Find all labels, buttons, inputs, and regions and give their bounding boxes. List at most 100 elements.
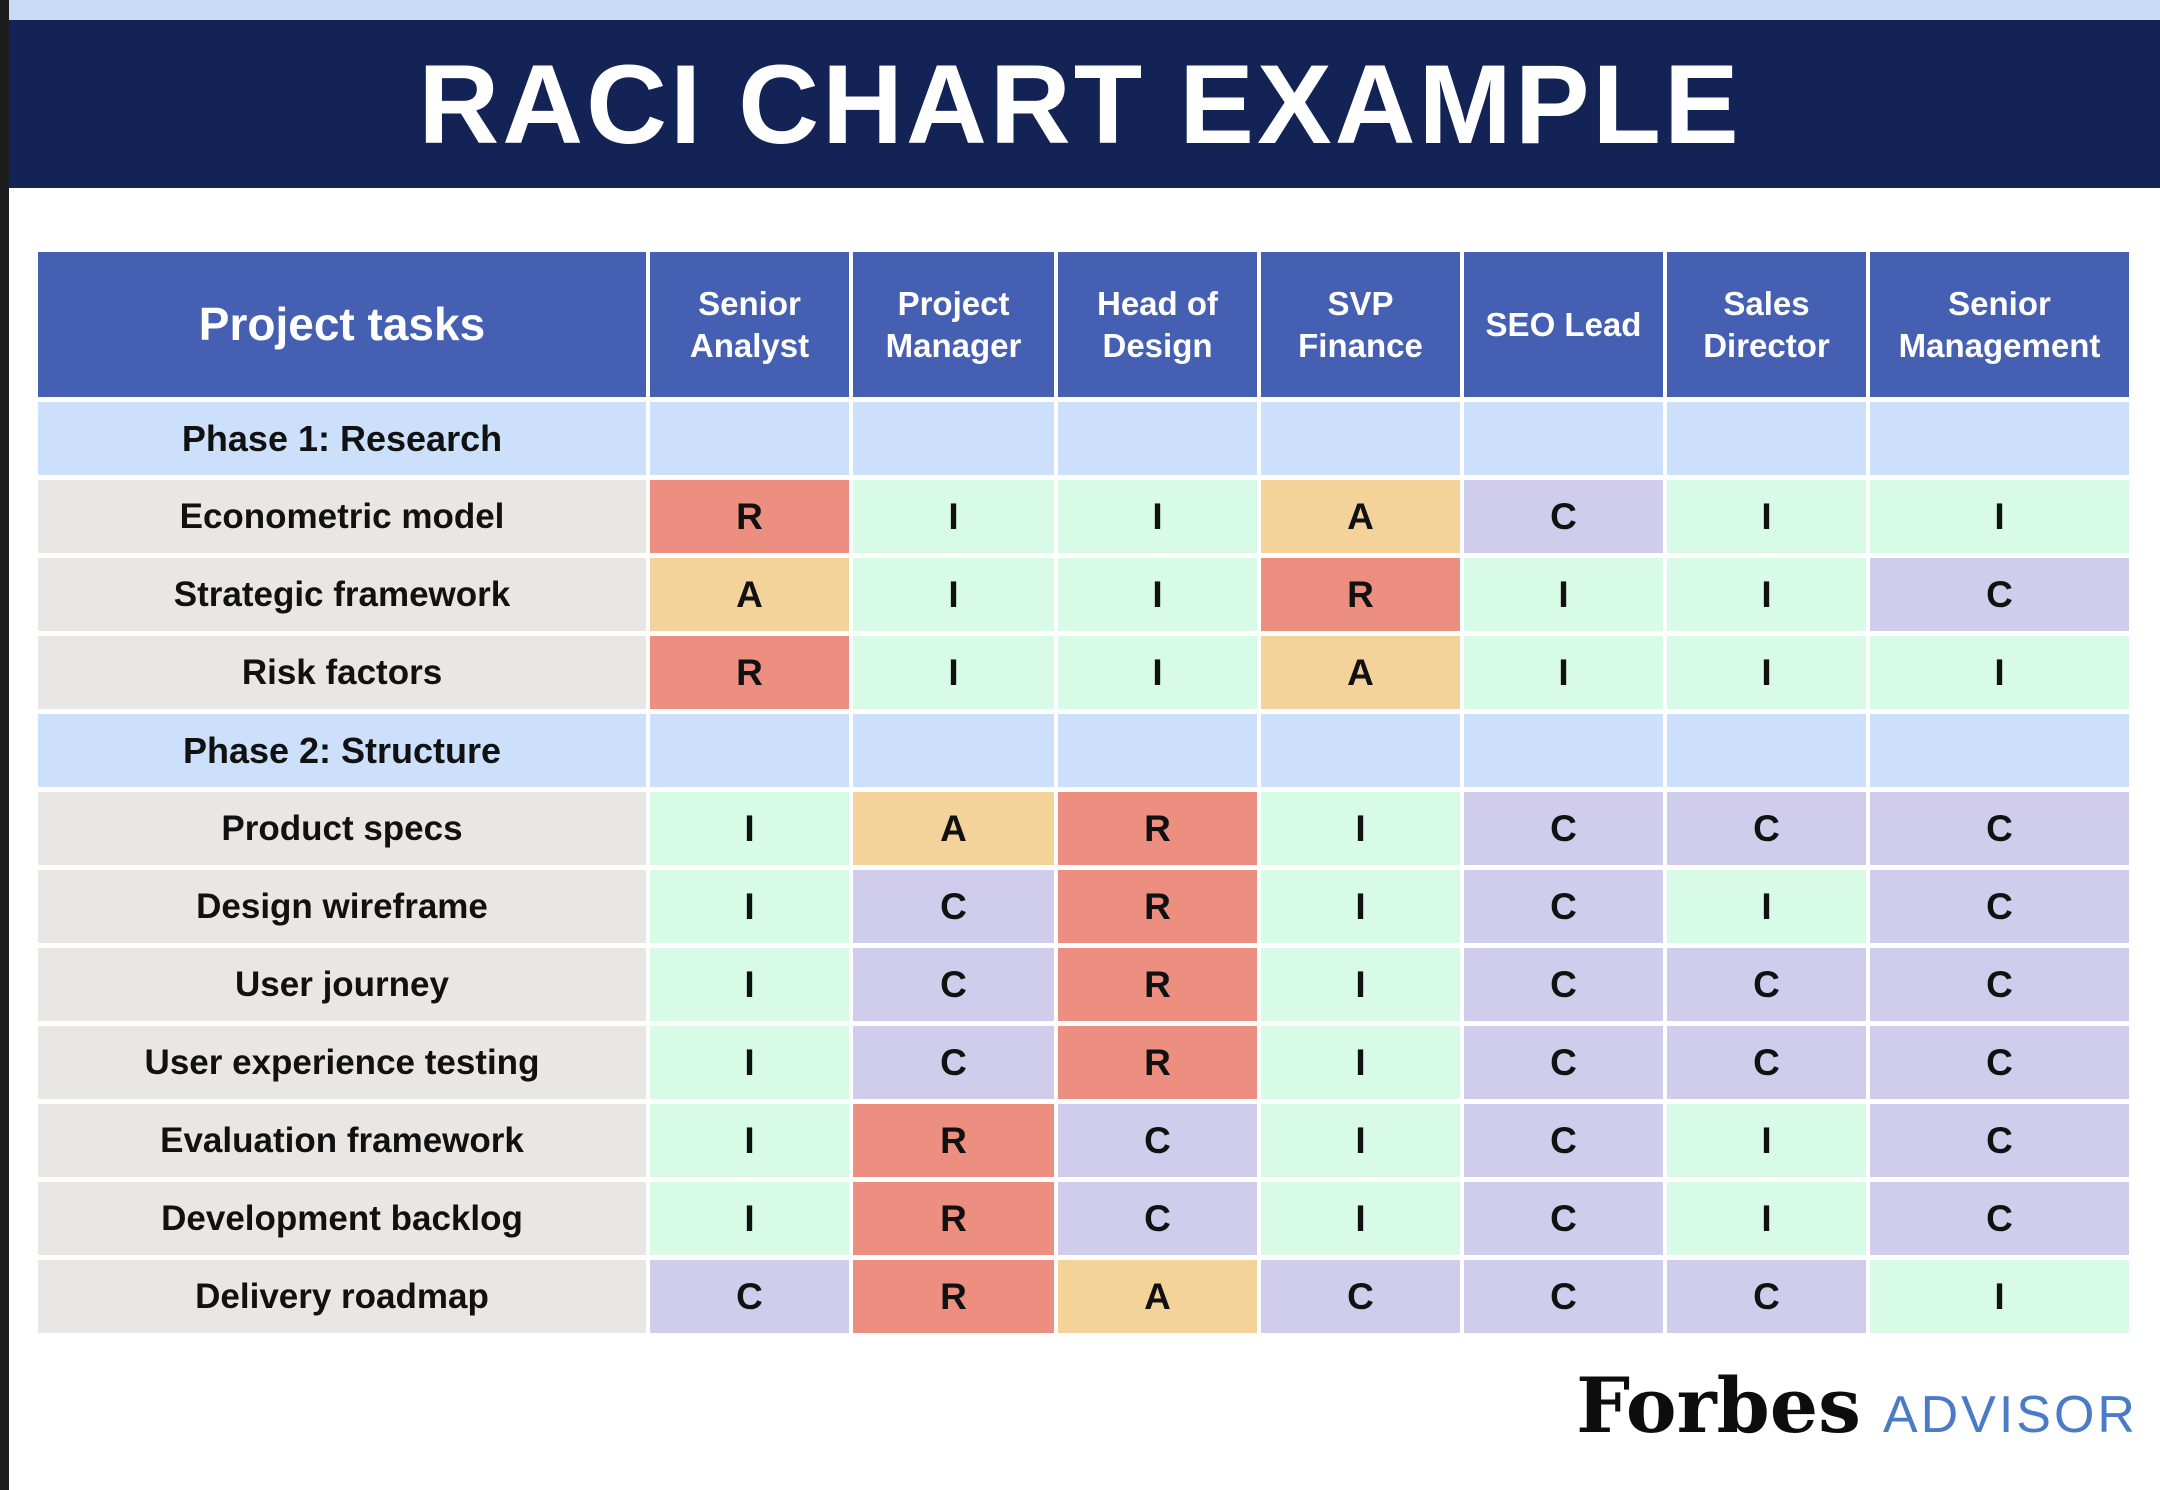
raci-cell-R: R <box>1261 558 1460 631</box>
task-label: User experience testing <box>38 1026 646 1099</box>
raci-cell-A: A <box>650 558 849 631</box>
phase-row-cell <box>650 402 849 475</box>
raci-cell-I: I <box>650 1026 849 1099</box>
column-header: SEO Lead <box>1464 252 1663 397</box>
raci-cell-I: I <box>1870 636 2129 709</box>
raci-cell-A: A <box>1058 1260 1257 1333</box>
left-edge-stripe <box>0 0 9 1490</box>
raci-cell-C: C <box>1261 1260 1460 1333</box>
raci-cell-A: A <box>1261 636 1460 709</box>
raci-cell-C: C <box>1464 870 1663 943</box>
raci-cell-C: C <box>1667 948 1866 1021</box>
raci-cell-I: I <box>853 636 1054 709</box>
task-label: Strategic framework <box>38 558 646 631</box>
raci-cell-R: R <box>1058 792 1257 865</box>
raci-cell-I: I <box>1261 1104 1460 1177</box>
raci-cell-C: C <box>1870 948 2129 1021</box>
column-header: Project tasks <box>38 252 646 397</box>
raci-cell-A: A <box>853 792 1054 865</box>
raci-cell-I: I <box>1870 480 2129 553</box>
phase-row-cell <box>853 402 1054 475</box>
raci-cell-C: C <box>650 1260 849 1333</box>
raci-cell-C: C <box>1464 792 1663 865</box>
raci-cell-I: I <box>853 558 1054 631</box>
phase-row-cell <box>1058 714 1257 787</box>
raci-cell-I: I <box>1667 1104 1866 1177</box>
column-header: Sales Director <box>1667 252 1866 397</box>
column-header: SVP Finance <box>1261 252 1460 397</box>
raci-cell-C: C <box>1058 1182 1257 1255</box>
raci-cell-C: C <box>1870 558 2129 631</box>
raci-cell-C: C <box>1464 1260 1663 1333</box>
raci-cell-C: C <box>1667 792 1866 865</box>
raci-cell-I: I <box>1667 636 1866 709</box>
raci-cell-C: C <box>853 870 1054 943</box>
task-label: Product specs <box>38 792 646 865</box>
raci-cell-C: C <box>1667 1260 1866 1333</box>
raci-cell-I: I <box>1261 792 1460 865</box>
raci-cell-C: C <box>1870 1026 2129 1099</box>
task-label: Design wireframe <box>38 870 646 943</box>
raci-cell-C: C <box>1058 1104 1257 1177</box>
raci-cell-C: C <box>1870 870 2129 943</box>
raci-cell-I: I <box>1464 558 1663 631</box>
phase-row-cell <box>1870 402 2129 475</box>
task-label: Development backlog <box>38 1182 646 1255</box>
raci-cell-I: I <box>1261 1026 1460 1099</box>
raci-cell-R: R <box>1058 1026 1257 1099</box>
raci-cell-I: I <box>650 1182 849 1255</box>
phase-row-cell <box>1261 714 1460 787</box>
raci-cell-C: C <box>853 1026 1054 1099</box>
raci-cell-I: I <box>650 870 849 943</box>
raci-cell-I: I <box>853 480 1054 553</box>
phase-row-cell <box>1667 402 1866 475</box>
phase-row-cell <box>1667 714 1866 787</box>
task-label: Risk factors <box>38 636 646 709</box>
forbes-logo: Forbes <box>1576 1361 1861 1450</box>
raci-cell-I: I <box>1667 480 1866 553</box>
page-title: RACI CHART EXAMPLE <box>418 41 1742 167</box>
raci-cell-C: C <box>1464 1026 1663 1099</box>
raci-cell-R: R <box>650 636 849 709</box>
raci-cell-C: C <box>1870 1182 2129 1255</box>
raci-cell-C: C <box>853 948 1054 1021</box>
raci-cell-C: C <box>1464 480 1663 553</box>
column-header: Project Manager <box>853 252 1054 397</box>
raci-cell-I: I <box>1058 558 1257 631</box>
raci-cell-I: I <box>1261 870 1460 943</box>
raci-cell-I: I <box>1261 948 1460 1021</box>
raci-cell-C: C <box>1667 1026 1866 1099</box>
task-label: Delivery roadmap <box>38 1260 646 1333</box>
footer-brand: Forbes ADVISOR <box>1576 1361 2138 1450</box>
task-label: User journey <box>38 948 646 1021</box>
phase-row-cell <box>1261 402 1460 475</box>
phase-row-cell <box>1870 714 2129 787</box>
phase-row-cell <box>853 714 1054 787</box>
raci-cell-R: R <box>1058 948 1257 1021</box>
raci-cell-I: I <box>1058 480 1257 553</box>
raci-cell-I: I <box>1667 870 1866 943</box>
raci-cell-I: I <box>650 1104 849 1177</box>
phase-row-cell <box>1058 402 1257 475</box>
column-header: Senior Analyst <box>650 252 849 397</box>
raci-cell-I: I <box>1870 1260 2129 1333</box>
raci-cell-C: C <box>1464 1182 1663 1255</box>
raci-cell-R: R <box>853 1182 1054 1255</box>
raci-cell-I: I <box>650 792 849 865</box>
phase-row-cell <box>650 714 849 787</box>
column-header: Head of Design <box>1058 252 1257 397</box>
raci-cell-I: I <box>1261 1182 1460 1255</box>
phase-row-label: Phase 1: Research <box>38 402 646 475</box>
raci-cell-R: R <box>853 1104 1054 1177</box>
top-accent-stripe <box>0 0 2160 20</box>
advisor-logo-text: ADVISOR <box>1882 1386 2138 1444</box>
raci-cell-R: R <box>1058 870 1257 943</box>
column-header: Senior Management <box>1870 252 2129 397</box>
raci-cell-I: I <box>1464 636 1663 709</box>
phase-row-label: Phase 2: Structure <box>38 714 646 787</box>
raci-cell-R: R <box>650 480 849 553</box>
raci-cell-C: C <box>1870 792 2129 865</box>
phase-row-cell <box>1464 714 1663 787</box>
phase-row-cell <box>1464 402 1663 475</box>
